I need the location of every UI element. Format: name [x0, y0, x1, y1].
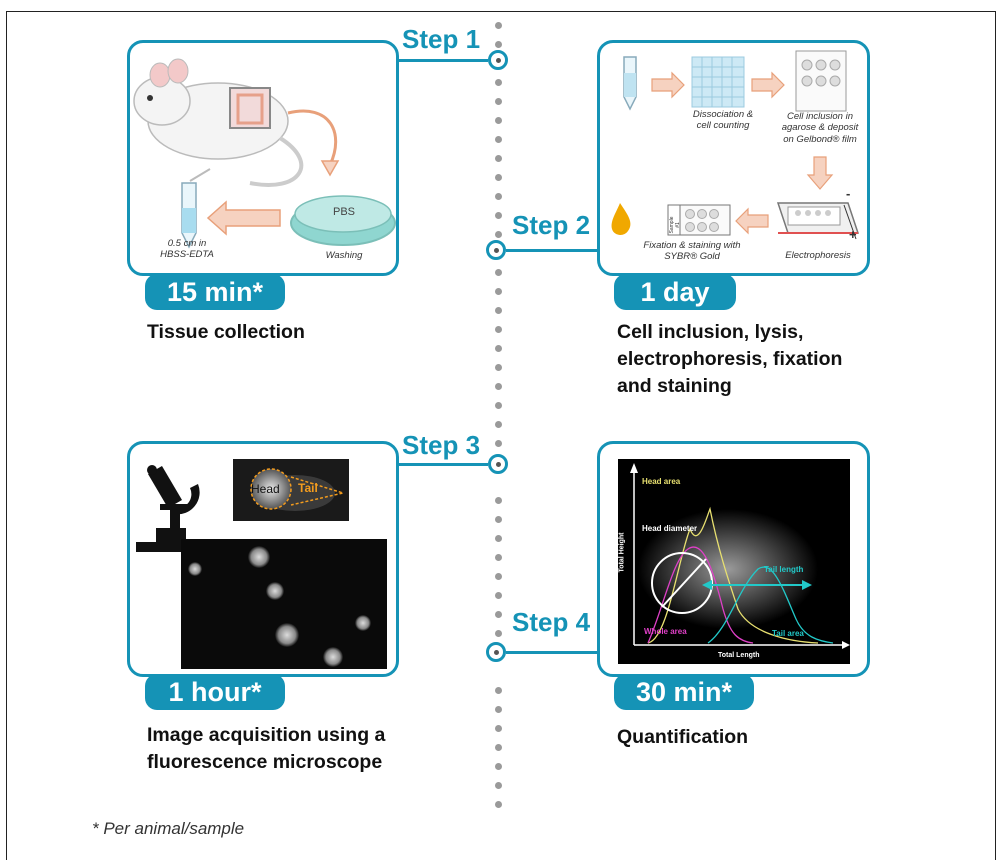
step2-label: Step 2 — [512, 210, 591, 240]
step2-duration-badge: 1 day — [614, 274, 736, 310]
step2-node — [486, 240, 506, 260]
timeline-dot — [495, 554, 502, 561]
step4-duration-badge: 30 min* — [614, 674, 754, 710]
step3-caption: Image acquisition using a fluorescence m… — [147, 724, 386, 773]
timeline-dot — [495, 345, 502, 352]
plus-sign: + — [849, 227, 857, 242]
timeline-dot — [495, 79, 502, 86]
dissociation-label: Dissociation &cell counting — [692, 109, 754, 132]
microscope-icon — [136, 465, 204, 552]
timeline-dot — [495, 364, 502, 371]
timeline-dot — [495, 516, 502, 523]
timeline-dot — [495, 592, 502, 599]
step4-card: Head area Head diameter Tail length Whol… — [597, 441, 870, 677]
timeline-dot — [495, 174, 502, 181]
comet-assay-workflow-illustration — [611, 50, 860, 240]
whole-area-label: Whole area — [644, 627, 687, 636]
step3-node — [488, 454, 508, 474]
pbs-label: PBS — [332, 206, 355, 218]
timeline-dot — [495, 117, 502, 124]
head-diameter-label: Head diameter — [642, 524, 698, 533]
timeline-dot — [495, 611, 502, 618]
timeline-dot — [495, 725, 502, 732]
sample-tag: Sample #1 — [669, 216, 681, 234]
minus-sign: - — [846, 186, 851, 201]
step3-label: Step 3 — [402, 430, 481, 460]
comet-example-image — [233, 459, 349, 521]
step3-card: Head Tail — [127, 441, 399, 677]
timeline-dot — [495, 212, 502, 219]
step3-connector — [398, 463, 488, 466]
head-label: Head — [251, 482, 280, 496]
timeline-dot — [495, 98, 502, 105]
whole-area-curve — [647, 546, 754, 644]
timeline-dot — [495, 288, 502, 295]
head-area-curve — [647, 506, 819, 644]
timeline-dot — [495, 383, 502, 390]
step2-caption: Cell inclusion, lysis, electrophoresis, … — [617, 321, 843, 397]
electrophoresis-label: Electrophoresis — [785, 250, 851, 261]
tail-label: Tail — [298, 481, 318, 495]
timeline-dot — [495, 744, 502, 751]
timeline-dot — [495, 193, 502, 200]
step3-duration-badge: 1 hour* — [145, 674, 285, 710]
timeline-dot — [495, 269, 502, 276]
step2-card: Dissociation &cell counting Cell inclusi… — [597, 40, 870, 276]
timeline-dot — [495, 763, 502, 770]
timeline-dot — [495, 421, 502, 428]
sybr-gold-drop-icon — [611, 203, 631, 235]
timeline-dot — [495, 326, 502, 333]
timeline-dot — [495, 41, 502, 48]
step2-connector — [506, 249, 598, 252]
timeline-dot — [495, 535, 502, 542]
tail-area-curve — [707, 566, 834, 644]
figure-frame — [6, 11, 996, 860]
timeline-dot — [495, 231, 502, 238]
step1-caption: Tissue collection — [147, 321, 305, 343]
timeline-dot — [495, 801, 502, 808]
step4-connector — [506, 651, 598, 654]
step1-duration-badge: 15 min* — [145, 274, 285, 310]
tail-length-label: Tail length — [764, 565, 804, 574]
timeline-dot — [495, 573, 502, 580]
timeline-dot — [495, 402, 502, 409]
timeline-dot — [495, 155, 502, 162]
timeline-dot — [495, 497, 502, 504]
stained-slide-icon — [667, 204, 731, 236]
timeline-dot — [495, 22, 502, 29]
head-area-label: Head area — [642, 477, 681, 486]
step1-node — [488, 50, 508, 70]
step4-caption: Quantification — [617, 726, 749, 748]
timeline-dot — [495, 782, 502, 789]
mouse-dissection-illustration — [133, 58, 396, 249]
step4-label: Step 4 — [512, 607, 591, 637]
y-axis-label: Total Height — [618, 532, 626, 573]
timeline-dot — [495, 136, 502, 143]
timeline-dot — [495, 706, 502, 713]
fluorescence-image — [181, 539, 387, 669]
electrophoresis-tank-icon — [776, 202, 860, 240]
x-axis-label: Total Length — [718, 652, 760, 659]
footnote: * Per animal/sample — [92, 819, 245, 838]
timeline-dot — [495, 630, 502, 637]
timeline-dot — [495, 440, 502, 447]
comet-quantification-plot: Head area Head diameter Tail length Whol… — [618, 459, 850, 664]
counting-grid-icon — [691, 56, 745, 108]
timeline-dot — [495, 687, 502, 694]
washing-label: Washing — [325, 250, 363, 261]
timeline-dot — [495, 307, 502, 314]
step1-label: Step 1 — [402, 24, 481, 54]
step4-node — [486, 642, 506, 662]
step1-connector — [398, 59, 488, 62]
tail-area-label: Tail area — [772, 629, 804, 638]
